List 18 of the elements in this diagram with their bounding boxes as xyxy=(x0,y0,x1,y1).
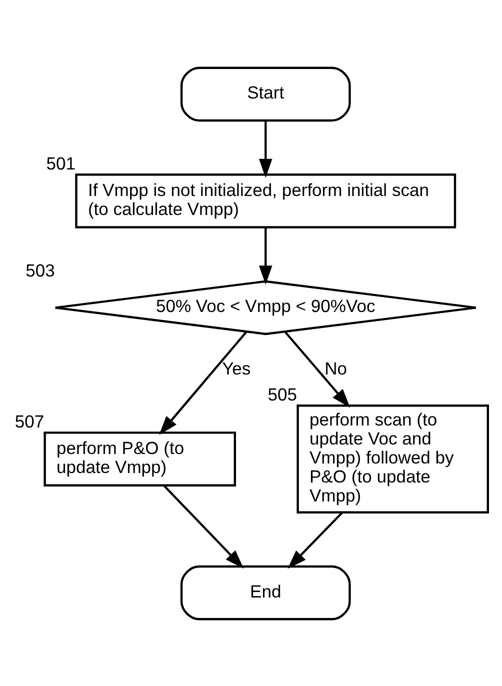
node-label: 503 xyxy=(26,260,55,280)
node-box: End xyxy=(180,564,351,620)
node-diamond: 50% Voc < Vmpp < 90%Voc xyxy=(54,280,477,335)
edge-label: Yes xyxy=(222,358,251,378)
edge-label: No xyxy=(324,358,348,378)
node-label: 501 xyxy=(46,153,76,174)
arrow xyxy=(258,227,272,284)
node-box: Start xyxy=(180,66,351,122)
node-box: perform scan (to update Voc and Vmpp) followed by P&O (to update Vmpp) xyxy=(296,404,489,513)
node-label: 505 xyxy=(268,384,298,404)
arrow xyxy=(159,330,248,434)
arrow xyxy=(288,511,343,568)
node-label: 507 xyxy=(14,411,44,432)
arrow xyxy=(284,330,350,408)
arrow xyxy=(258,120,272,178)
node-box: If Vmpp is not initialized, perform initial scan (to calculate Vmpp) xyxy=(75,173,456,228)
arrow xyxy=(163,484,244,568)
node-box: perform P&O (to update Vmpp) xyxy=(44,431,236,486)
